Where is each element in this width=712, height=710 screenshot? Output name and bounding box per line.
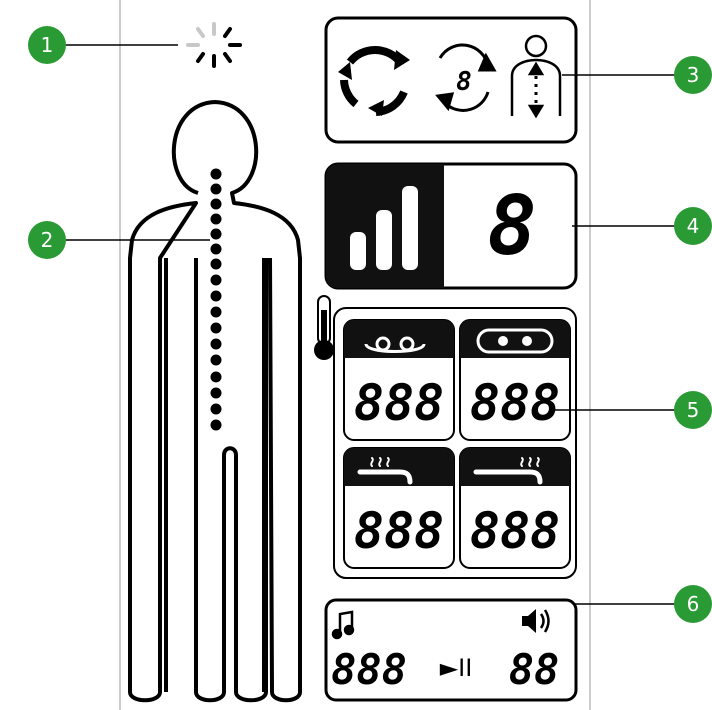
timer-digit-icon: 8 bbox=[456, 67, 472, 97]
callout-6-number: 6 bbox=[687, 592, 700, 616]
play-pause-icon: ►II bbox=[440, 654, 473, 682]
callout-badge-1: 1 bbox=[28, 26, 66, 64]
callout-1-number: 1 bbox=[41, 33, 54, 57]
heat-zone-1-readout: 888 bbox=[354, 374, 444, 432]
heat-panel: 888 888 888 bbox=[314, 296, 576, 578]
callout-badge-4: 4 bbox=[674, 207, 712, 245]
heat-zone-3-readout: 888 bbox=[354, 502, 444, 560]
mode-panel: 8 bbox=[326, 18, 576, 142]
heat-zone-2: 888 bbox=[460, 320, 570, 440]
callout-2-number: 2 bbox=[41, 228, 54, 252]
heat-zone-1: 888 bbox=[344, 320, 454, 440]
rotate-cycle-icon bbox=[344, 50, 404, 112]
callout-badge-3: 3 bbox=[674, 56, 712, 94]
volume-readout: 88 bbox=[509, 645, 560, 694]
track-readout: 888 bbox=[331, 645, 407, 694]
callout-3-number: 3 bbox=[687, 63, 700, 87]
spine-dots bbox=[211, 169, 222, 431]
callout-badge-6: 6 bbox=[674, 585, 712, 623]
callout-badge-5: 5 bbox=[674, 391, 712, 429]
body-scan-icon bbox=[512, 36, 560, 116]
callout-badge-2: 2 bbox=[28, 221, 66, 259]
music-note-icon bbox=[333, 612, 353, 638]
heat-zone-3: 888 bbox=[344, 448, 454, 568]
callout-4-number: 4 bbox=[687, 214, 700, 238]
intensity-panel: 8 bbox=[326, 164, 576, 288]
heat-zone-4-readout: 888 bbox=[470, 502, 560, 560]
sunburst-icon bbox=[188, 24, 240, 66]
heat-zone-2-readout: 888 bbox=[470, 374, 560, 432]
heat-zone-4: 888 bbox=[460, 448, 570, 568]
thermometer-icon bbox=[314, 296, 334, 360]
speaker-icon bbox=[522, 609, 549, 633]
intensity-digit: 8 bbox=[487, 179, 536, 274]
callout-5-number: 5 bbox=[687, 398, 700, 422]
music-panel: 888 ►II 88 bbox=[326, 600, 576, 700]
